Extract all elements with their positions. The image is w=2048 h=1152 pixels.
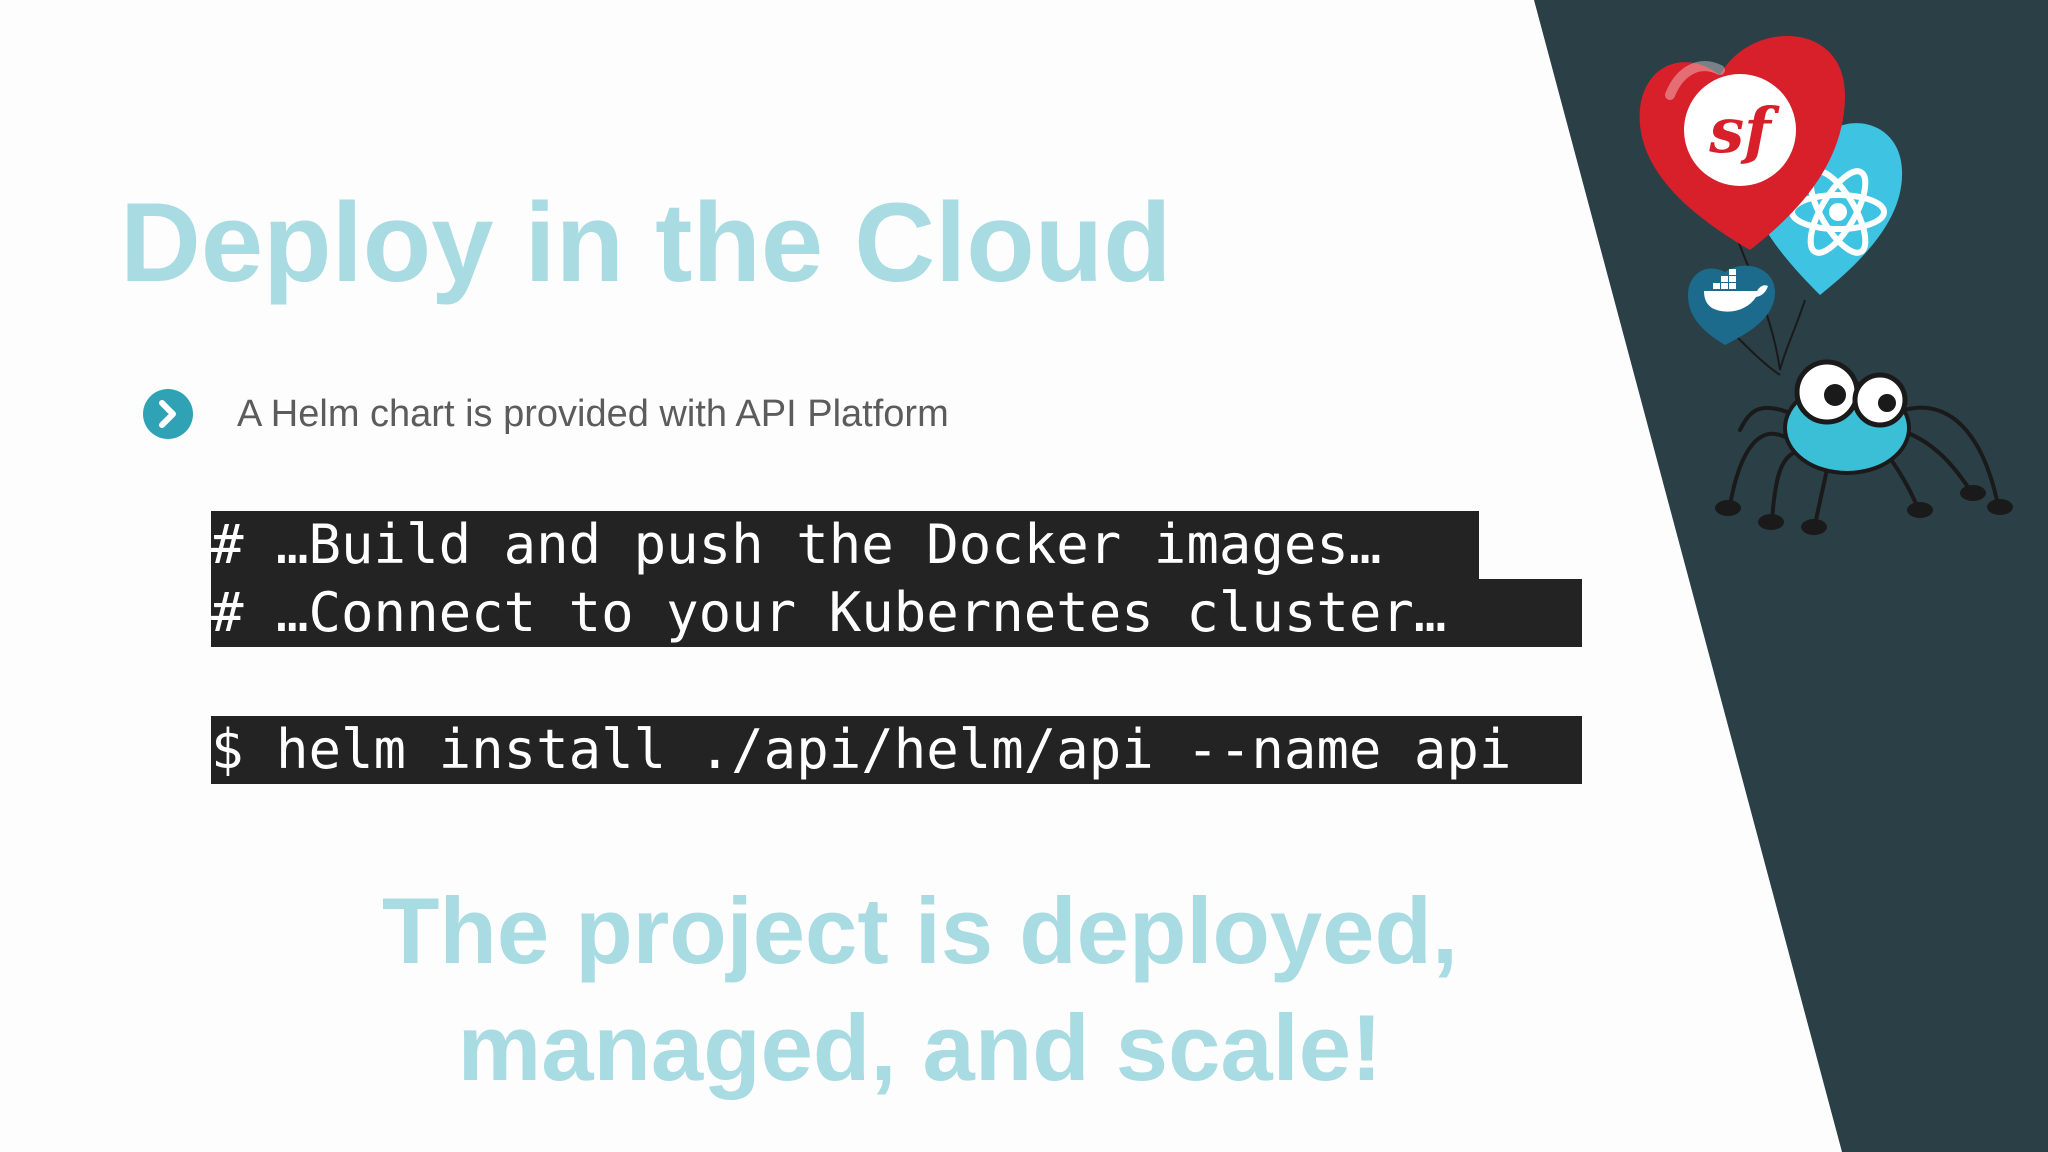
bullet-text: A Helm chart is provided with API Platfo…: [237, 393, 949, 435]
slide-tagline: The project is deployed, managed, and sc…: [280, 872, 1560, 1106]
code-line: # …Build and push the Docker images…: [211, 511, 1479, 579]
api-platform-spider-icon: [1715, 359, 2013, 535]
tagline-line: The project is deployed,: [382, 878, 1458, 983]
code-line: $ helm install ./api/helm/api --name api: [211, 716, 1582, 784]
symfony-balloon: sf: [1639, 35, 1845, 251]
slide-title: Deploy in the Cloud: [120, 180, 1172, 305]
mascot-illustration: sf: [1639, 35, 2013, 535]
chevron-right-circle-icon: [143, 389, 193, 439]
code-line: # …Connect to your Kubernetes cluster…: [211, 579, 1582, 647]
docker-logo-icon: [1704, 269, 1768, 312]
symfony-logo-text: sf: [1708, 94, 1780, 167]
docker-balloon: [1688, 265, 1775, 345]
tagline-line: managed, and scale!: [457, 995, 1383, 1100]
symfony-logo-icon: sf: [1684, 74, 1796, 186]
